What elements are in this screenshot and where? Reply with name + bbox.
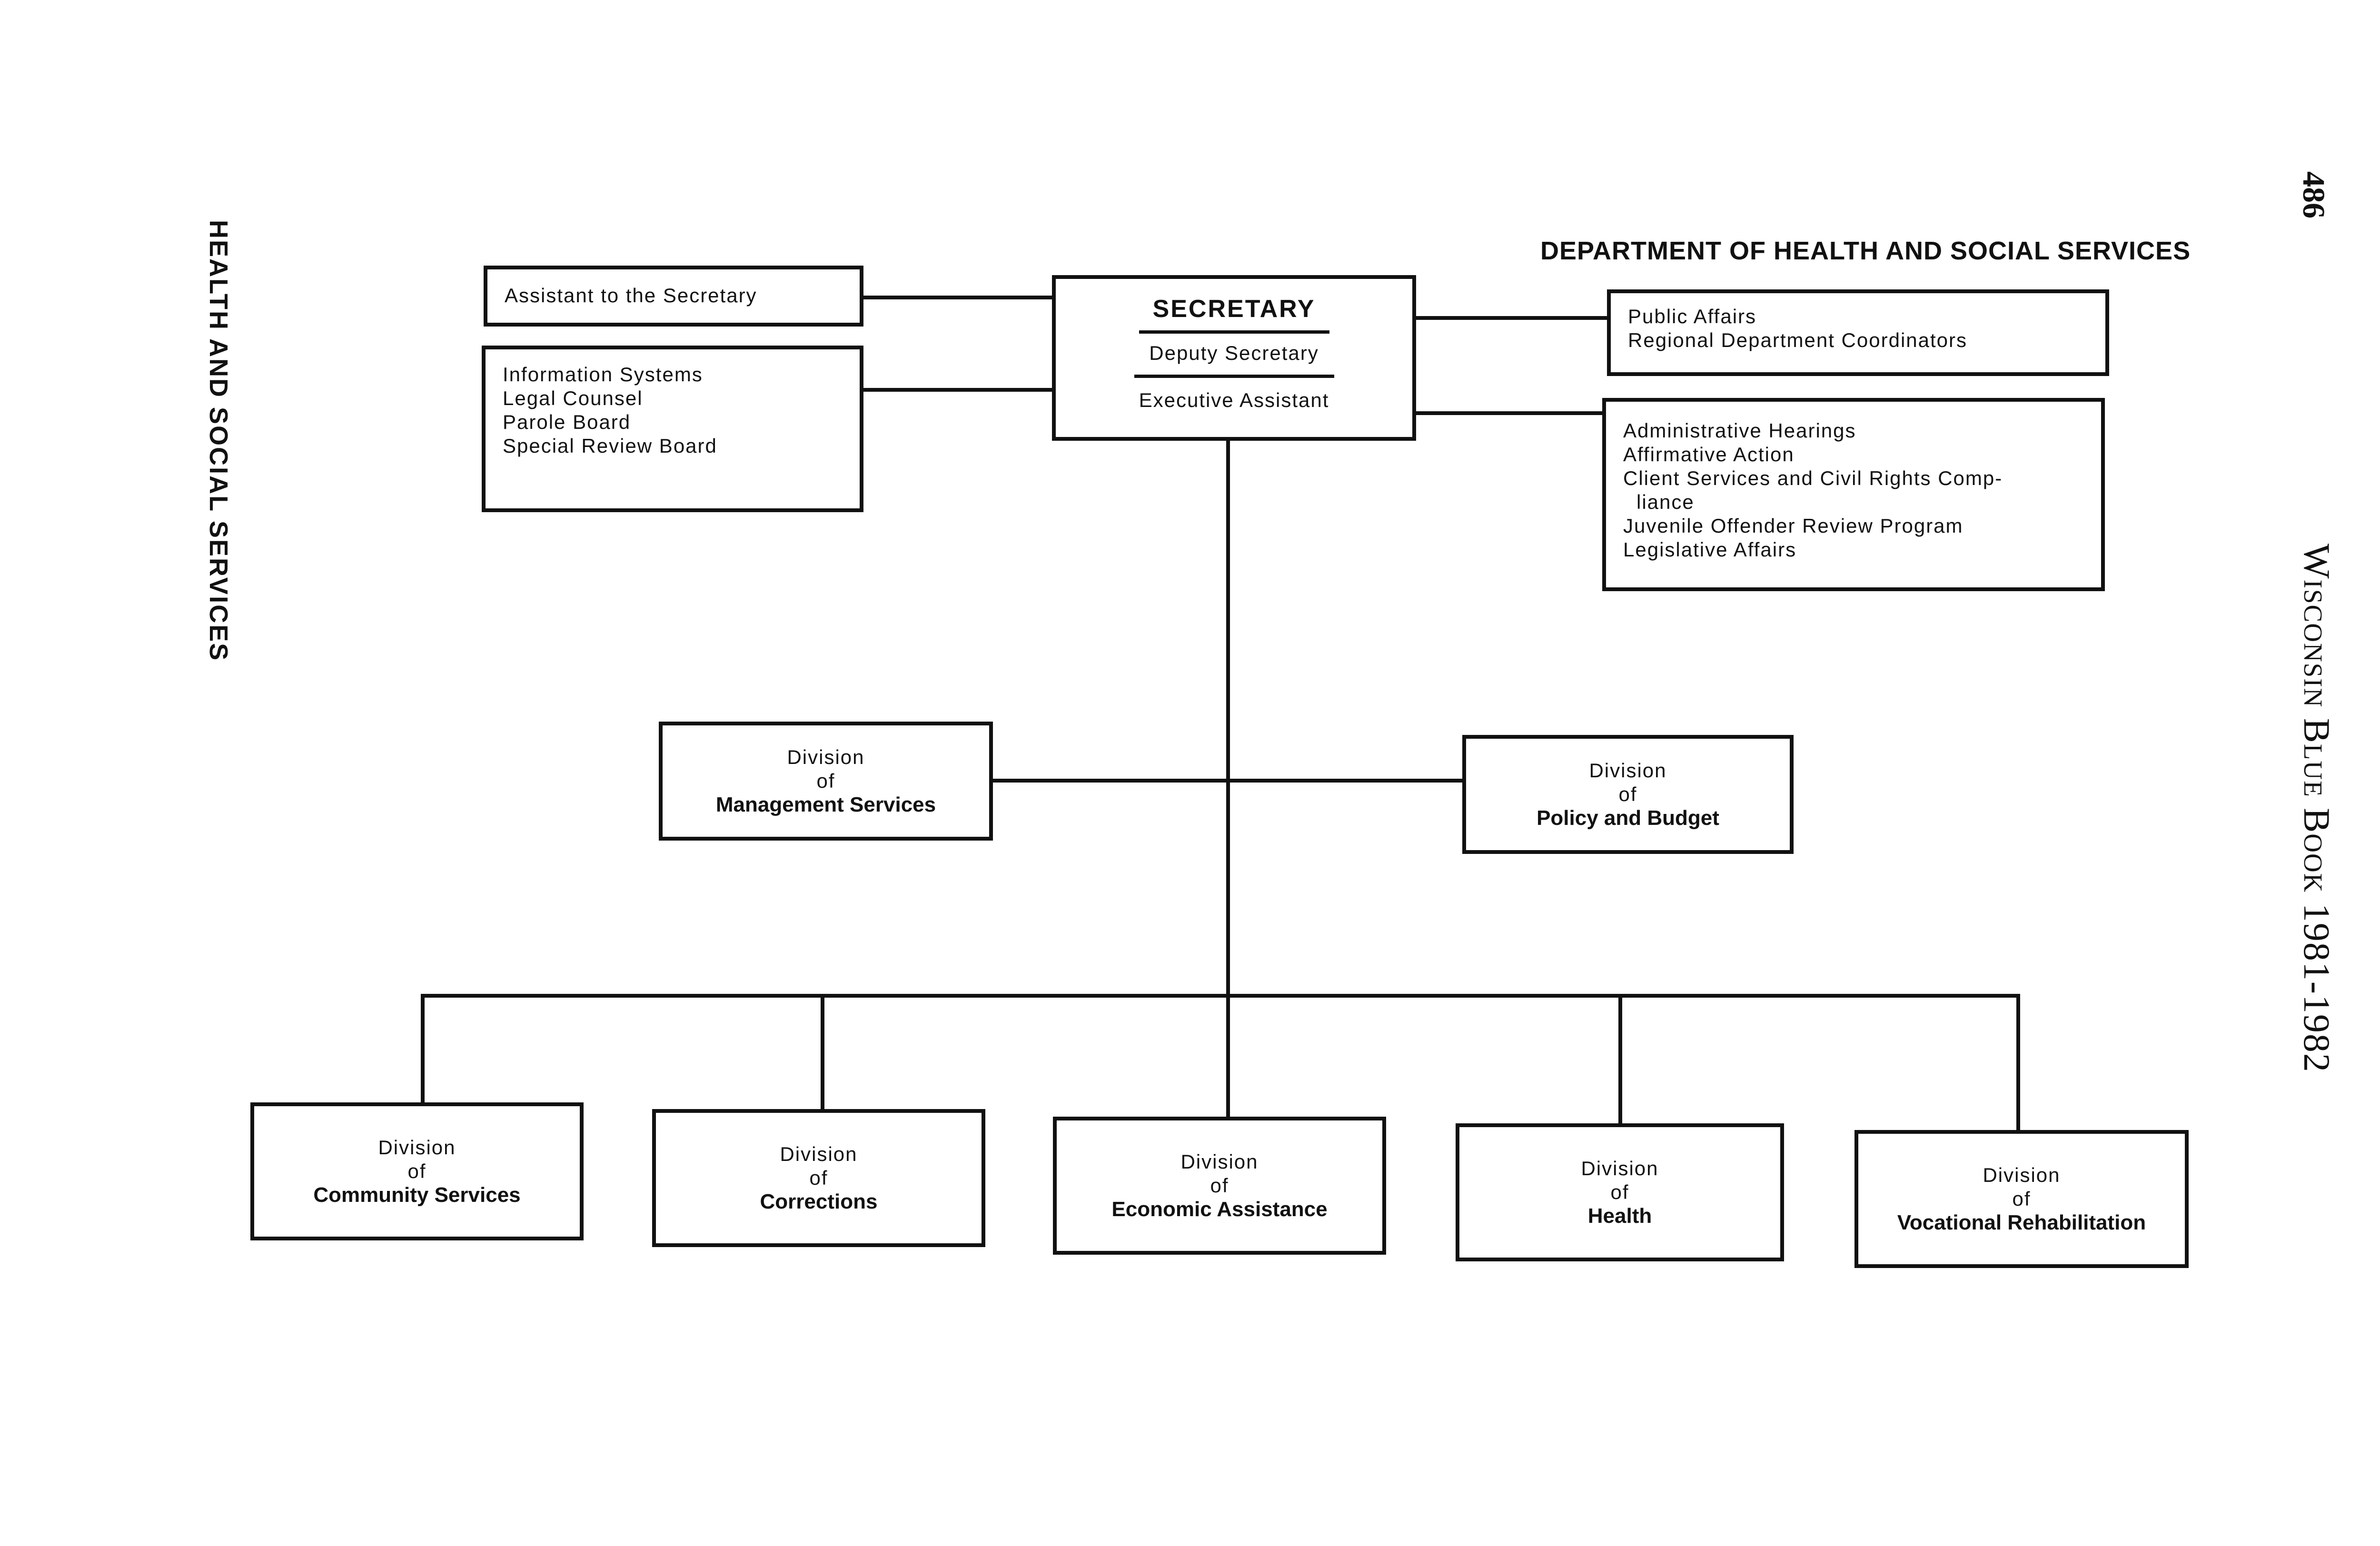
office-label: Affirmative Action bbox=[1623, 443, 1795, 466]
division-management-services: Division of Management Services bbox=[659, 722, 993, 841]
division-of: of bbox=[407, 1160, 426, 1182]
assistant-label: Assistant to the Secretary bbox=[505, 284, 757, 307]
public-affairs-box: Public Affairs Regional Department Coord… bbox=[1607, 289, 2109, 376]
division-policy-budget: Division of Policy and Budget bbox=[1462, 735, 1794, 854]
division-of: of bbox=[2012, 1188, 2031, 1210]
connector-drop-1 bbox=[421, 994, 425, 1104]
connector-drop-2 bbox=[821, 994, 824, 1112]
division-of: of bbox=[809, 1167, 828, 1189]
office-label: Legislative Affairs bbox=[1623, 538, 1797, 561]
connector-drop-4 bbox=[1618, 994, 1622, 1125]
division-of: of bbox=[1210, 1174, 1229, 1197]
assistant-box: Assistant to the Secretary bbox=[484, 266, 863, 327]
division-prefix: Division bbox=[1180, 1150, 1259, 1173]
division-prefix: Division bbox=[780, 1143, 858, 1165]
connector-public-affairs bbox=[1414, 316, 1609, 320]
book-title: Wisconsin Blue Book 1981-1982 bbox=[2296, 544, 2338, 1073]
connector-left-offices bbox=[862, 388, 1052, 392]
division-corrections: Division of Corrections bbox=[652, 1109, 985, 1247]
division-name: Management Services bbox=[715, 793, 936, 816]
office-label: Information Systems bbox=[503, 363, 703, 386]
secretary-box: SECRETARY Deputy Secretary Executive Ass… bbox=[1052, 275, 1416, 441]
division-of: of bbox=[1618, 783, 1637, 805]
connector-staff-divisions bbox=[990, 779, 1466, 783]
page-number: 486 bbox=[2296, 171, 2331, 218]
connector-drop-5 bbox=[2016, 994, 2020, 1132]
connector-right-offices bbox=[1414, 411, 1604, 415]
division-prefix: Division bbox=[1589, 759, 1667, 782]
office-label: Regional Department Coordinators bbox=[1628, 329, 1968, 351]
executive-assistant-label: Executive Assistant bbox=[1139, 389, 1329, 411]
department-title: DEPARTMENT OF HEALTH AND SOCIAL SERVICES bbox=[1540, 237, 2191, 265]
division-of: of bbox=[1610, 1181, 1629, 1203]
division-vocational-rehabilitation: Division of Vocational Rehabilitation bbox=[1854, 1130, 2189, 1268]
division-name: Policy and Budget bbox=[1537, 806, 1719, 830]
office-label: Public Affairs bbox=[1628, 305, 1757, 327]
connector-assistant bbox=[862, 296, 1052, 299]
office-label: Special Review Board bbox=[503, 435, 717, 457]
division-of: of bbox=[816, 770, 835, 792]
division-name: Health bbox=[1587, 1204, 1652, 1228]
division-community-services: Division of Community Services bbox=[250, 1102, 584, 1240]
division-prefix: Division bbox=[378, 1136, 456, 1159]
office-label: Juvenile Offender Review Program bbox=[1623, 515, 1964, 537]
divider-line bbox=[1139, 330, 1329, 334]
division-prefix: Division bbox=[1581, 1157, 1659, 1179]
division-health: Division of Health bbox=[1456, 1123, 1784, 1261]
office-label: Client Services and Civil Rights Comp- bbox=[1623, 467, 2003, 489]
right-offices-box: Administrative Hearings Affirmative Acti… bbox=[1602, 398, 2105, 591]
left-offices-box: Information Systems Legal Counsel Parole… bbox=[482, 346, 863, 512]
office-label: Legal Counsel bbox=[503, 387, 643, 409]
division-economic-assistance: Division of Economic Assistance bbox=[1053, 1117, 1386, 1255]
connector-division-bus bbox=[421, 994, 2020, 998]
division-name: Vocational Rehabilitation bbox=[1897, 1211, 2146, 1234]
running-head: HEALTH AND SOCIAL SERVICES bbox=[204, 220, 233, 662]
deputy-secretary-label: Deputy Secretary bbox=[1149, 342, 1319, 364]
division-name: Corrections bbox=[760, 1190, 878, 1213]
secretary-title: SECRETARY bbox=[1152, 295, 1316, 323]
office-label: Parole Board bbox=[503, 411, 631, 433]
division-prefix: Division bbox=[1983, 1164, 2061, 1186]
division-name: Economic Assistance bbox=[1111, 1198, 1328, 1221]
divider-line bbox=[1134, 375, 1334, 378]
office-label: liance bbox=[1636, 491, 1695, 513]
office-label: Administrative Hearings bbox=[1623, 419, 1856, 442]
division-name: Community Services bbox=[313, 1183, 521, 1207]
division-prefix: Division bbox=[787, 746, 865, 768]
